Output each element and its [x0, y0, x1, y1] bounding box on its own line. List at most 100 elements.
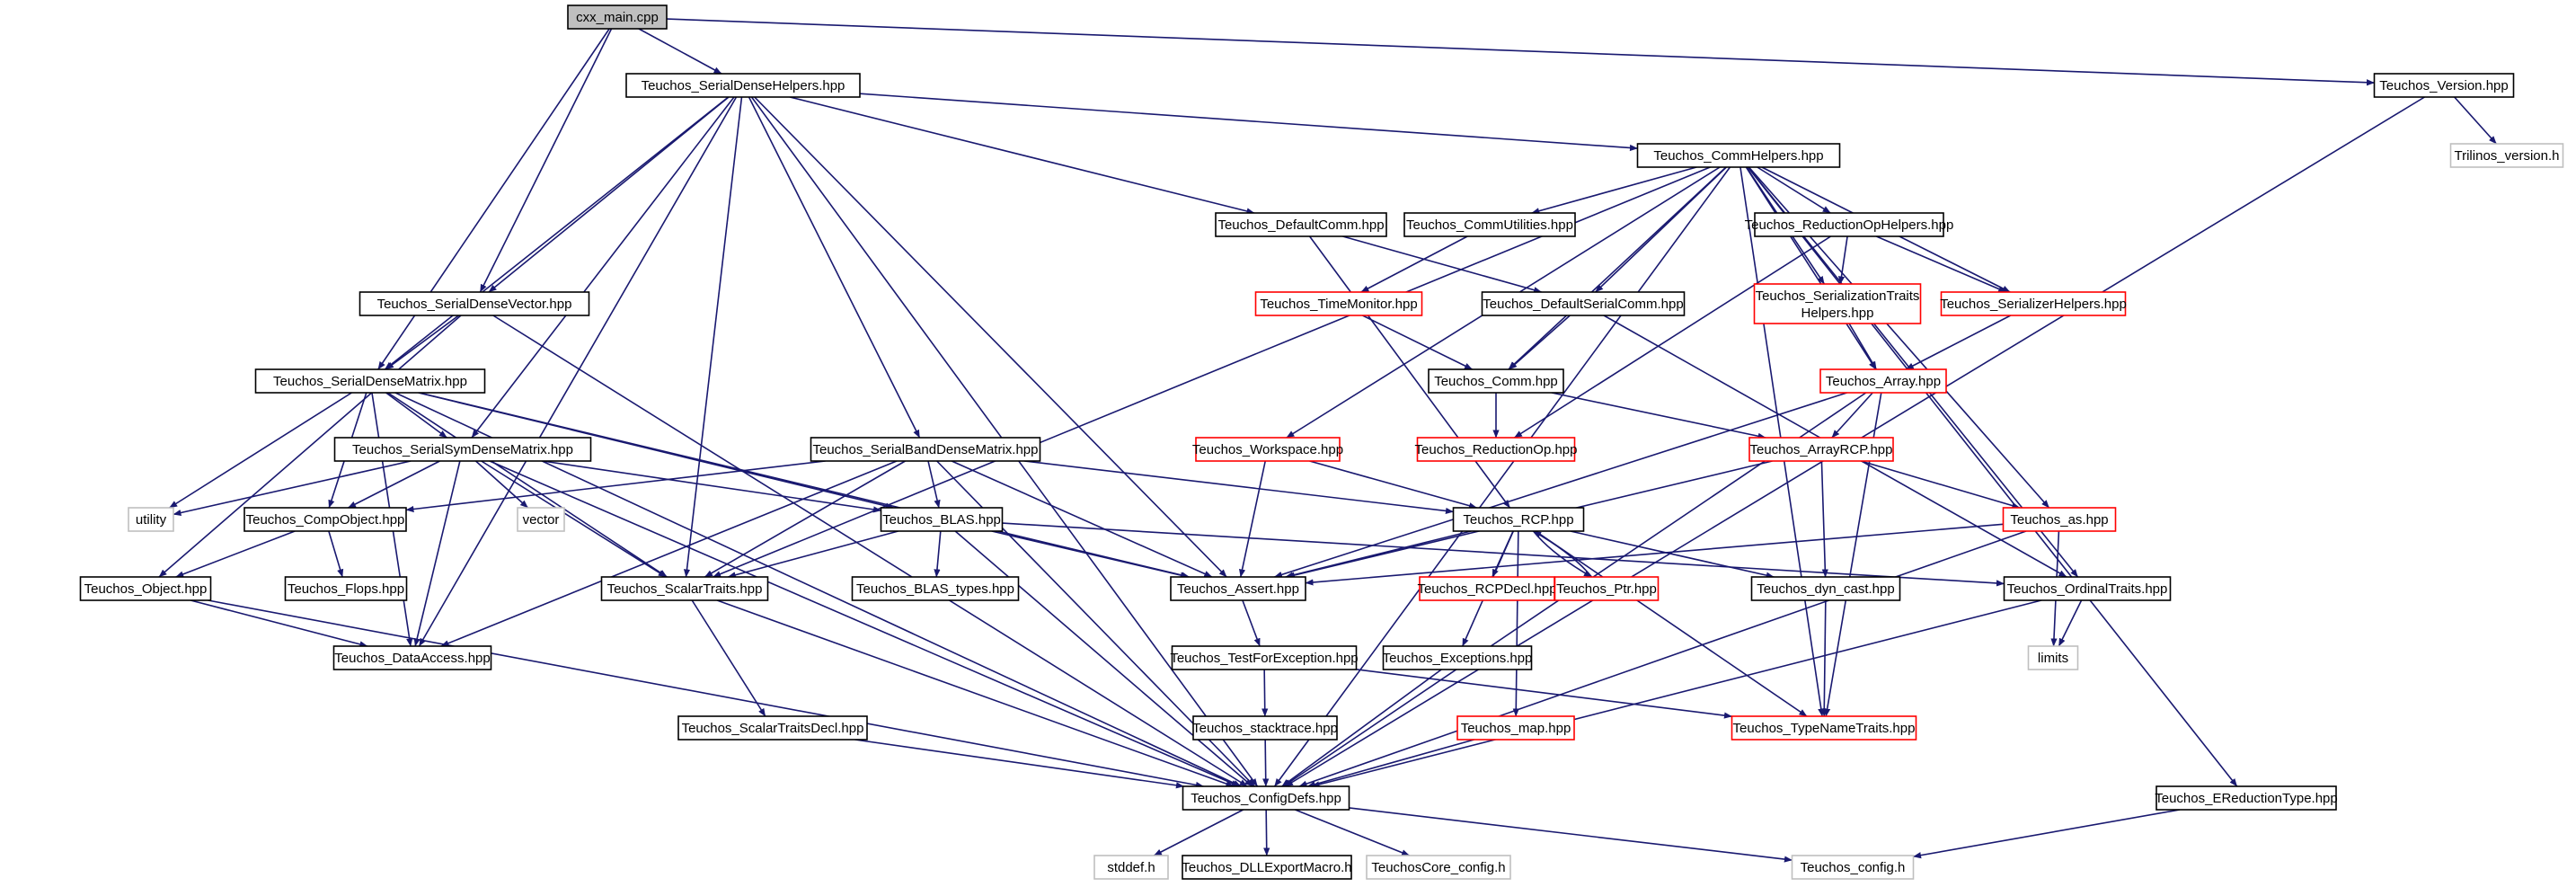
edge-sdh-to-assert	[754, 96, 1227, 578]
edge-compobject-to-object	[175, 530, 296, 578]
edge-sbdm-to-compobject	[405, 460, 826, 513]
node-box	[600, 576, 769, 601]
node-dyncast[interactable]: Teuchos_dyn_cast.hpp	[1750, 576, 1901, 601]
node-sdh[interactable]: Teuchos_SerialDenseHelpers.hpp	[625, 73, 861, 98]
node-label: Teuchos_map.hpp	[1461, 721, 1571, 736]
node-box	[284, 576, 408, 601]
edge-ssdm-to-utility	[173, 460, 412, 517]
edge-commhelpers-to-commutilities	[1531, 166, 1697, 215]
node-cxx_main[interactable]: cxx_main.cpp	[567, 4, 668, 30]
edge-cxx_main-to-sdv	[479, 28, 613, 293]
node-label: Teuchos_TimeMonitor.hpp	[1260, 297, 1417, 312]
node-commhelpers[interactable]: Teuchos_CommHelpers.hpp	[1636, 143, 1841, 168]
node-dllexport[interactable]: Teuchos_DLLExportMacro.h	[1182, 855, 1352, 880]
node-configdefs[interactable]: Teuchos_ConfigDefs.hpp	[1182, 785, 1350, 811]
node-as[interactable]: Teuchos_as.hpp	[2002, 507, 2117, 532]
node-box	[1403, 212, 1576, 237]
node-timemonitor[interactable]: Teuchos_TimeMonitor.hpp	[1254, 291, 1423, 316]
node-map[interactable]: Teuchos_map.hpp	[1456, 715, 1575, 741]
edge-sdv-to-configdefs	[492, 315, 1248, 787]
node-commutilities[interactable]: Teuchos_CommUtilities.hpp	[1403, 212, 1576, 237]
node-rcp[interactable]: Teuchos_RCP.hpp	[1452, 507, 1585, 532]
edge-sdh-to-scalartraits	[683, 96, 743, 578]
node-object[interactable]: Teuchos_Object.hpp	[79, 576, 212, 601]
node-box	[1481, 291, 1686, 316]
node-box	[851, 576, 1020, 601]
edge-commutilities-to-timemonitor	[1360, 235, 1468, 293]
node-reductionophelpers[interactable]: Teuchos_ReductionOpHelpers.hpp	[1745, 212, 1954, 237]
edge-scalartraits-to-configdefs	[716, 599, 1235, 787]
node-box	[1182, 855, 1352, 880]
node-box	[1192, 715, 1338, 741]
node-label: Teuchos_TypeNameTraits.hpp	[1733, 721, 1916, 736]
edge-configdefs-to-dllexport	[1263, 809, 1270, 856]
node-sdv[interactable]: Teuchos_SerialDenseVector.hpp	[359, 291, 590, 316]
node-testforexception[interactable]: Teuchos_TestForException.hpp	[1170, 645, 1359, 670]
node-label: Teuchos_SerialDenseHelpers.hpp	[642, 78, 845, 93]
edge-map-to-configdefs	[1306, 739, 1474, 788]
node-defaultcomm[interactable]: Teuchos_DefaultComm.hpp	[1215, 212, 1387, 237]
node-defaultserialcomm[interactable]: Teuchos_DefaultSerialComm.hpp	[1481, 291, 1686, 316]
node-scalartraitsdecl[interactable]: Teuchos_ScalarTraitsDecl.hpp	[677, 715, 868, 741]
edge-cxx_main-to-sdh	[638, 28, 722, 75]
edge-ssdm-to-vector	[474, 460, 529, 509]
edge-commhelpers-to-comm	[1508, 166, 1727, 370]
node-box	[254, 368, 486, 394]
node-stacktrace[interactable]: Teuchos_stacktrace.hpp	[1192, 715, 1338, 741]
node-box	[517, 507, 565, 532]
edge-exceptions-to-configdefs	[1281, 669, 1442, 787]
node-compobject[interactable]: Teuchos_CompObject.hpp	[243, 507, 407, 532]
node-box	[1452, 507, 1585, 532]
node-ssdm[interactable]: Teuchos_SerialSymDenseMatrix.hpp	[333, 437, 592, 462]
edge-stacktrace-to-configdefs	[1262, 739, 1270, 787]
edge-commhelpers-to-reductionophelpers	[1757, 166, 1831, 214]
node-ereductiontype[interactable]: Teuchos_EReductionType.hpp	[2155, 785, 2338, 811]
node-label: Teuchos_Array.hpp	[1826, 374, 1941, 389]
node-comm[interactable]: Teuchos_Comm.hpp	[1428, 368, 1564, 394]
node-label: Teuchos_Object.hpp	[84, 581, 208, 597]
node-blastypes[interactable]: Teuchos_BLAS_types.hpp	[851, 576, 1020, 601]
node-sdm[interactable]: Teuchos_SerialDenseMatrix.hpp	[254, 368, 486, 394]
node-label: Teuchos_BLAS_types.hpp	[856, 581, 1014, 597]
node-array[interactable]: Teuchos_Array.hpp	[1819, 368, 1947, 394]
edge-sdh-to-sdm	[384, 96, 730, 370]
edge-ssdm-to-configdefs	[489, 460, 1240, 787]
edge-rcp-to-map	[1512, 530, 1519, 717]
node-flops[interactable]: Teuchos_Flops.hpp	[284, 576, 408, 601]
edge-configdefs-to-config	[1349, 807, 1793, 863]
edge-version-to-trilinos_version	[2454, 96, 2497, 145]
node-arrayrcp[interactable]: Teuchos_ArrayRCP.hpp	[1748, 437, 1894, 462]
edge-sdh-to-sdv	[488, 96, 730, 293]
node-ptr[interactable]: Teuchos_Ptr.hpp	[1554, 576, 1660, 601]
node-label: Trilinos_version.h	[2455, 148, 2560, 164]
node-label: Teuchos_config.h	[1801, 860, 1906, 875]
node-label: Teuchos_EReductionType.hpp	[2155, 791, 2337, 806]
node-label: Teuchos_stacktrace.hpp	[1192, 721, 1338, 736]
node-version[interactable]: Teuchos_Version.hpp	[2373, 73, 2515, 98]
node-label: Teuchos_RCP.hpp	[1463, 512, 1573, 528]
edge-configdefs-to-stddef	[1153, 809, 1244, 856]
node-blas[interactable]: Teuchos_BLAS.hpp	[880, 507, 1004, 532]
edge-sbdm-to-blas	[927, 460, 941, 509]
node-exceptions[interactable]: Teuchos_Exceptions.hpp	[1383, 645, 1533, 670]
node-box	[1254, 291, 1423, 316]
edge-testforexception-to-typenametraits	[1356, 669, 1732, 719]
node-sbdm[interactable]: Teuchos_SerialBandDenseMatrix.hpp	[810, 437, 1041, 462]
node-dataaccess[interactable]: Teuchos_DataAccess.hpp	[332, 645, 492, 670]
edge-scalartraits-to-scalartraitsdecl	[691, 599, 766, 717]
node-rcpdecl[interactable]: Teuchos_RCPDecl.hpp	[1417, 576, 1557, 601]
edge-object-to-dataaccess	[190, 599, 368, 648]
node-scalartraits[interactable]: Teuchos_ScalarTraits.hpp	[600, 576, 769, 601]
node-box	[1428, 368, 1564, 394]
node-typenametraits[interactable]: Teuchos_TypeNameTraits.hpp	[1731, 715, 1917, 741]
node-workspace[interactable]: Teuchos_Workspace.hpp	[1192, 437, 1343, 462]
node-reductionop[interactable]: Teuchos_ReductionOp.hpp	[1415, 437, 1578, 462]
node-box	[1819, 368, 1947, 394]
node-ordinaltraits[interactable]: Teuchos_OrdinalTraits.hpp	[2003, 576, 2172, 601]
node-assert[interactable]: Teuchos_Assert.hpp	[1170, 576, 1306, 601]
node-box	[2156, 785, 2337, 811]
node-serializerhelpers[interactable]: Teuchos_SerializerHelpers.hpp	[1940, 291, 2127, 316]
